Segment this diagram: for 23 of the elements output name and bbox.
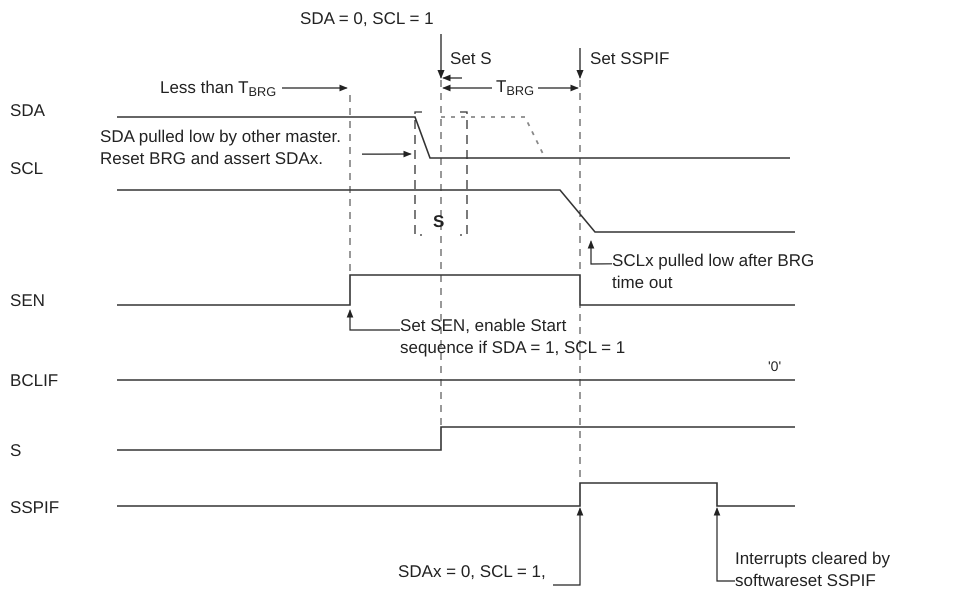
signal-name: S [10,440,22,462]
signal-name: BCLIF [10,370,58,392]
bracket-label: S [433,211,444,233]
annotation-text: Set SEN, enable Start sequence if SDA = 1, SCL = 1 [400,315,626,359]
leader-line [714,507,735,582]
annotation-text: SDA pulled low by other master. Reset BRG and assert SDAx. [100,126,342,170]
signal-name: SEN [10,290,45,312]
annotation-text: Less than T$_{BRG}$ [160,77,278,99]
annotation-text: Interrupts cleared by softwareset SSPIF [735,548,891,592]
annotation-text: SDAx = 0, SCL = 1, [398,561,547,583]
signal-name: SDA [10,100,45,122]
leader-line [346,309,400,331]
event-label: Set SSPIF [590,48,670,70]
annotation-text: SCLx pulled low after BRG time out [612,250,816,294]
state-label: '0' [768,357,782,376]
leader-line [588,240,612,265]
event-label: Set S [450,48,492,70]
leader-line [362,150,412,158]
leader-line [553,507,584,586]
signal-name: SSPIF [10,497,60,519]
condition-label: SDA = 0, SCL = 1 [300,8,434,30]
signal-name: SCL [10,158,44,180]
leader-line [282,84,348,92]
